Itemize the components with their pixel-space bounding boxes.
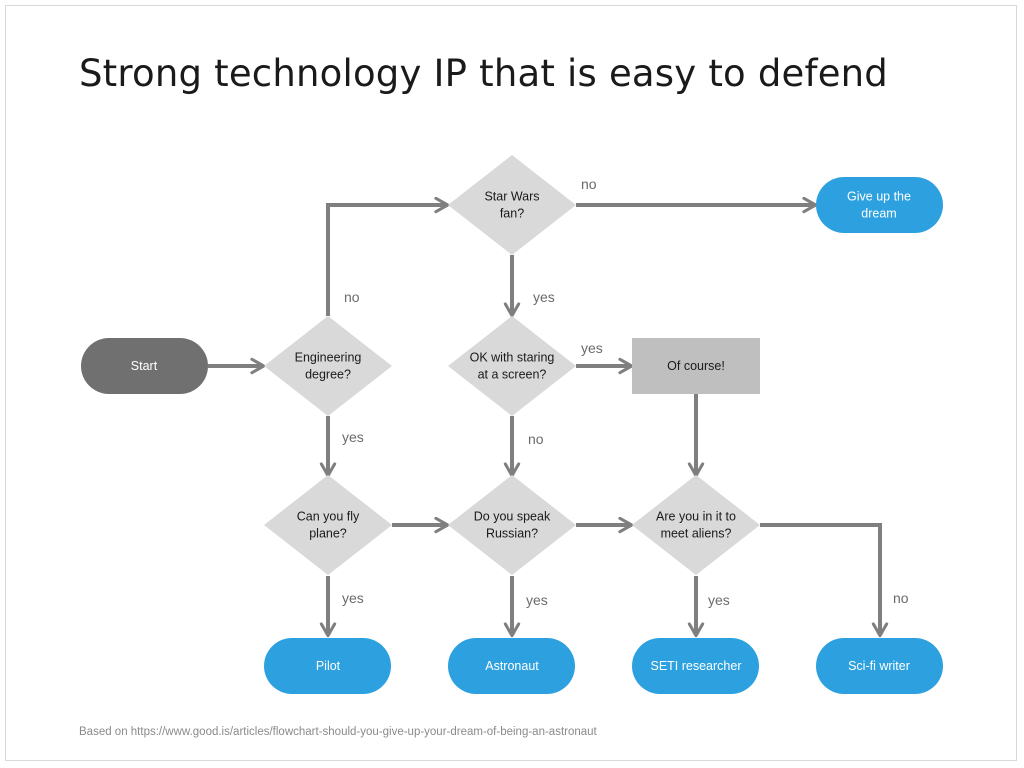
node-label-line: Of course! xyxy=(667,359,725,373)
edge-label-engineering-no: no xyxy=(344,289,360,305)
node-label-line: Start xyxy=(131,359,158,373)
edge-label-starwars-no: no xyxy=(581,176,597,192)
node-astronaut: Astronaut xyxy=(448,638,575,694)
node-label-line: fan? xyxy=(500,207,524,221)
edge-label-russian-yes: yes xyxy=(526,592,548,608)
node-label-line: Engineering xyxy=(295,351,362,365)
node-label-line: Do you speak xyxy=(474,510,551,524)
node-pilot-label: Pilot xyxy=(316,659,341,673)
node-label-line: at a screen? xyxy=(478,368,547,382)
node-label-line: Can you fly xyxy=(297,510,360,524)
node-seti-researcher: SETI researcher xyxy=(632,638,759,694)
node-ok-with-screen-label: OK with staring at a screen? xyxy=(470,351,555,382)
node-label-line: SETI researcher xyxy=(650,659,741,673)
node-meet-aliens: Are you in it to meet aliens? xyxy=(632,475,760,575)
node-meet-aliens-label: Are you in it to meet aliens? xyxy=(656,510,736,541)
node-label-line: Give up the xyxy=(847,190,911,204)
node-start-label: Start xyxy=(131,359,158,373)
node-of-course: Of course! xyxy=(632,338,760,394)
node-label-line: degree? xyxy=(305,368,351,382)
node-can-you-fly-label: Can you fly plane? xyxy=(297,510,360,541)
node-star-wars-fan: Star Wars fan? xyxy=(448,155,576,255)
edge-label-fly-yes: yes xyxy=(342,590,364,606)
node-label-line: Star Wars xyxy=(484,190,539,204)
node-label-line: Russian? xyxy=(486,527,538,541)
node-astronaut-label: Astronaut xyxy=(485,659,539,673)
node-sci-fi-writer: Sci-fi writer xyxy=(816,638,943,694)
edge-label-ok-no: no xyxy=(528,431,544,447)
node-of-course-label: Of course! xyxy=(667,359,725,373)
node-start: Start xyxy=(81,338,208,394)
node-label-line: meet aliens? xyxy=(661,527,732,541)
node-seti-researcher-label: SETI researcher xyxy=(650,659,741,673)
node-give-up-dream: Give up the dream xyxy=(816,177,943,233)
edge-engineering-starwars xyxy=(326,196,450,316)
node-sci-fi-writer-label: Sci-fi writer xyxy=(848,659,910,673)
node-label-line: OK with staring xyxy=(470,351,555,365)
node-ok-with-screen: OK with staring at a screen? xyxy=(448,316,576,416)
node-can-you-fly: Can you fly plane? xyxy=(264,475,392,575)
node-star-wars-fan-label: Star Wars fan? xyxy=(484,190,539,221)
node-label-line: dream xyxy=(861,207,896,221)
slide-title: Strong technology IP that is easy to def… xyxy=(79,52,888,95)
edge-label-aliens-yes: yes xyxy=(708,592,730,608)
source-footnote: Based on https://www.good.is/articles/fl… xyxy=(79,726,597,738)
node-label-line: Pilot xyxy=(316,659,341,673)
node-give-up-dream-label: Give up the dream xyxy=(847,190,911,221)
node-label-line: Astronaut xyxy=(485,659,539,673)
edge-label-engineering-yes: yes xyxy=(342,429,364,445)
node-label-line: plane? xyxy=(309,527,347,541)
node-engineering-degree-label: Engineering degree? xyxy=(295,351,362,382)
edge-label-ok-yes: yes xyxy=(581,340,603,356)
node-pilot: Pilot xyxy=(264,638,391,694)
node-label-line: Are you in it to xyxy=(656,510,736,524)
node-engineering-degree: Engineering degree? xyxy=(264,316,392,416)
edge-aliens-scifi xyxy=(760,523,889,638)
edge-label-starwars-yes: yes xyxy=(533,289,555,305)
node-label-line: Sci-fi writer xyxy=(848,659,910,673)
edge-label-aliens-no: no xyxy=(893,590,909,606)
